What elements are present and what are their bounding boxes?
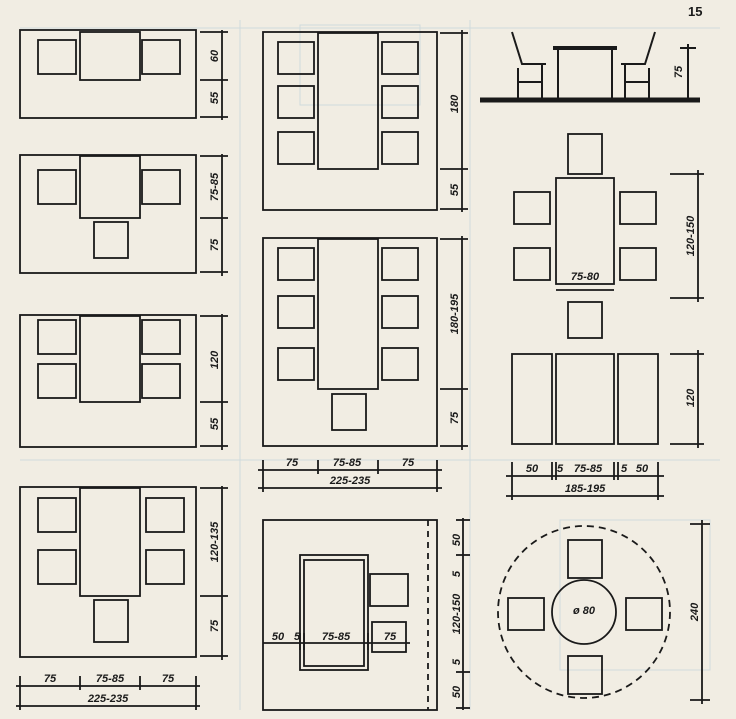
layout-g-corner-bench [262, 518, 470, 711]
dim-c-55: 55 [209, 417, 221, 430]
dim-bn-75-85: 75-85 [574, 463, 603, 475]
dim-b-75-85: 75-85 [209, 172, 221, 201]
dim-rd-diameter: ø 80 [573, 605, 596, 617]
dim-c-120: 120 [209, 350, 221, 369]
dim-bc-5: 5 [294, 631, 301, 643]
dim-bn-50-right: 50 [636, 463, 649, 475]
layout-table-four-chairs [513, 133, 704, 339]
dim-v-5-top: 5 [451, 570, 463, 577]
dim-bl-75-right: 75 [162, 673, 175, 685]
dim-v-120-150: 120-150 [451, 593, 463, 634]
dim-bc-50: 50 [272, 631, 285, 643]
layout-round-table [497, 520, 710, 704]
dim-w-75-right: 75 [402, 457, 415, 469]
dim-rd-240: 240 [689, 602, 701, 622]
dim-d-120-135: 120-135 [209, 521, 221, 562]
layout-e-six-chairs [262, 30, 468, 212]
dim-bn-185-195: 185-195 [565, 483, 606, 495]
dim-e-180: 180 [449, 94, 461, 113]
layout-bench-booth [506, 350, 704, 500]
dim-a-60: 60 [209, 49, 221, 62]
dim-b-75: 75 [209, 238, 221, 251]
dim-bl-75-left: 75 [44, 673, 57, 685]
dim-v-50-bottom: 50 [451, 685, 463, 698]
dim-a-55: 55 [209, 91, 221, 104]
dim-w-75-85: 75-85 [333, 457, 362, 469]
dim-bl-225-235: 225-235 [87, 693, 129, 705]
dim-f-75: 75 [449, 411, 461, 424]
dim-bn-50-left: 50 [526, 463, 539, 475]
dim-w-75-left: 75 [286, 457, 299, 469]
layout-b-two-plus-end [19, 154, 228, 276]
dim-r4-120-150: 120-150 [685, 215, 697, 256]
dim-v-5-bottom: 5 [451, 658, 463, 665]
dim-bc-75: 75 [384, 631, 397, 643]
elevation-table-chairs [480, 31, 700, 103]
dim-f-180-195: 180-195 [449, 293, 461, 334]
dim-bn-5-right: 5 [621, 463, 628, 475]
layout-a-two-chairs-top [19, 29, 228, 120]
dim-bc-75-85: 75-85 [322, 631, 351, 643]
dim-bn-5-left: 5 [557, 463, 564, 475]
dim-d-75: 75 [209, 619, 221, 632]
layout-c-four-chairs-top [19, 314, 228, 450]
dim-bn-120: 120 [685, 388, 697, 407]
dim-r4-75-80: 75-80 [571, 271, 600, 283]
page-number: 15 [688, 4, 702, 19]
layout-d-four-plus-end [16, 486, 228, 710]
background-ghost-lines [20, 20, 720, 710]
dim-bl-75-85: 75-85 [96, 673, 125, 685]
dim-el-75: 75 [673, 65, 685, 78]
layout-f-six-plus-end [258, 236, 468, 492]
dim-w-225-235: 225-235 [329, 475, 371, 487]
dim-e-55: 55 [449, 183, 461, 196]
dim-v-50-top: 50 [451, 533, 463, 546]
